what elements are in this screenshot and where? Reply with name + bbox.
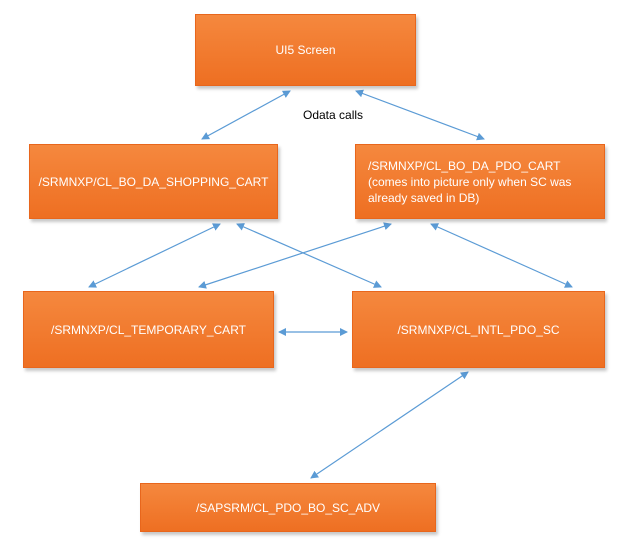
connector-ui5-to-shopping-cart bbox=[201, 90, 291, 140]
node-temporary-cart: /SRMNXP/CL_TEMPORARY_CART bbox=[23, 291, 274, 368]
node-temporary-cart-label: /SRMNXP/CL_TEMPORARY_CART bbox=[51, 322, 246, 337]
edge-label-odata-calls: Odata calls bbox=[303, 108, 364, 122]
node-ui5-screen-label: UI5 Screen bbox=[275, 43, 336, 57]
connector-pdo-cart-to-intl-pdo-sc bbox=[430, 223, 573, 288]
node-bo-da-shopping-cart-label: /SRMNXP/CL_BO_DA_SHOPPING_CART bbox=[38, 174, 269, 189]
node-bo-da-pdo-cart: /SRMNXP/CL_BO_DA_PDO_CART (comes into pi… bbox=[355, 144, 605, 219]
connector-ui5-to-pdo-cart bbox=[355, 89, 485, 141]
connector-shopping-cart-to-temporary-cart bbox=[88, 223, 221, 288]
node-intl-pdo-sc: /SRMNXP/CL_INTL_PDO_SC bbox=[352, 291, 605, 368]
connector-shopping-cart-to-intl-pdo-sc bbox=[236, 223, 382, 288]
connector-pdo-cart-to-temporary-cart bbox=[198, 222, 392, 289]
node-bo-da-pdo-cart-label: /SRMNXP/CL_BO_DA_PDO_CART (comes into pi… bbox=[368, 158, 572, 205]
node-intl-pdo-sc-label: /SRMNXP/CL_INTL_PDO_SC bbox=[397, 322, 560, 337]
node-pdo-bo-sc-adv-label: /SAPSRM/CL_PDO_BO_SC_ADV bbox=[195, 500, 381, 515]
connector-intl-pdo-sc-to-pdo-bo-sc-adv bbox=[310, 371, 469, 479]
node-ui5-screen: UI5 Screen bbox=[195, 14, 416, 86]
node-bo-da-shopping-cart: /SRMNXP/CL_BO_DA_SHOPPING_CART bbox=[29, 144, 278, 219]
node-pdo-bo-sc-adv: /SAPSRM/CL_PDO_BO_SC_ADV bbox=[140, 483, 436, 532]
